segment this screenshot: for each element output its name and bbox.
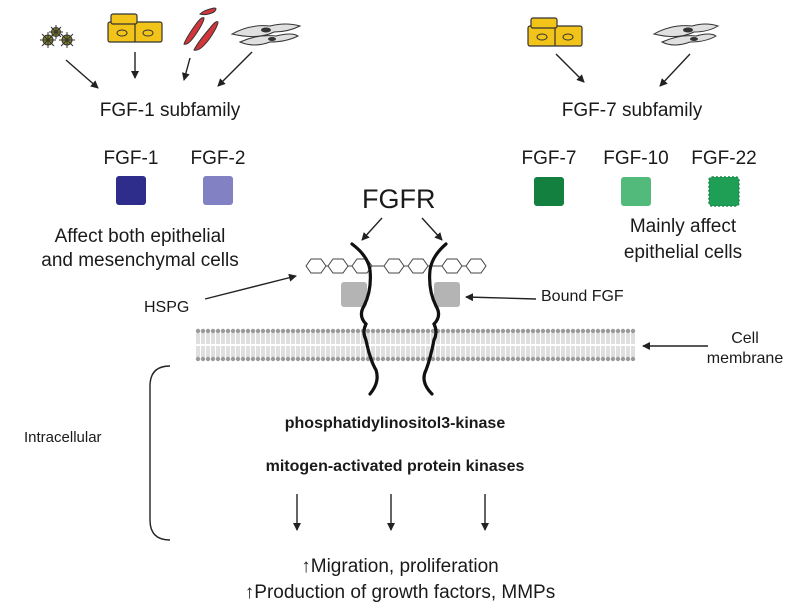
fgf7-effect-line1: Mainly affect [629, 216, 737, 237]
bound-fgf-label: Bound FGF [541, 288, 624, 305]
hspg-label: HSPG [144, 299, 190, 316]
pi3k-label: phosphatidylinositol3-kinase [284, 415, 506, 432]
fgf7-subfamily-label: FGF-7 subfamily [561, 100, 703, 121]
fibroblasts-icon-right [652, 23, 720, 46]
fgf10-square [621, 177, 651, 206]
fgf22-square [708, 176, 740, 207]
outcome-line2: ↑Production of growth factors, MMPs [244, 582, 556, 603]
fgf1-square [116, 176, 146, 205]
fgfr-label: FGFR [362, 184, 436, 214]
cell-membrane-label-line1: Cell [731, 330, 759, 347]
fgf7-name: FGF-7 [521, 148, 577, 169]
spiky-cells-icon [40, 25, 75, 48]
hspg-chain [305, 258, 487, 274]
intracellular-label: Intracellular [24, 429, 102, 446]
cell-membrane [195, 328, 636, 362]
label-arrows [204, 273, 708, 350]
fgf22-name: FGF-22 [691, 148, 757, 169]
fgf2-square [203, 176, 233, 205]
fgf1-name: FGF-1 [103, 148, 159, 169]
fibroblasts-icon-left [230, 23, 302, 46]
bound-fgf-left [341, 282, 367, 307]
cell-membrane-label-line2: membrane [706, 350, 784, 367]
intracellular-bracket [149, 365, 171, 541]
epithelial-cells-icon-right [527, 17, 583, 47]
outcome-line1: ↑Migration, proliferation [301, 556, 499, 577]
fgf10-name: FGF-10 [603, 148, 669, 169]
bound-fgf-right [434, 282, 460, 307]
fgf7-effect-line2: epithelial cells [623, 242, 743, 263]
mapk-label: mitogen-activated protein kinases [265, 458, 525, 475]
fgf7-square [534, 177, 564, 206]
muscle-cells-icon [183, 7, 219, 51]
epithelial-cells-icon-left [107, 13, 163, 43]
fgf1-effect-line1: Affect both epithelial [54, 226, 226, 247]
fgfr-receptor [350, 242, 448, 396]
cell-to-subfamily-arrows [65, 51, 691, 89]
downstream-arrows [293, 494, 489, 531]
fgf1-subfamily-label: FGF-1 subfamily [99, 100, 241, 121]
fgfr-arrows [361, 217, 443, 241]
fgf1-effect-line2: and mesenchymal cells [41, 250, 239, 271]
fgf2-name: FGF-2 [190, 148, 246, 169]
